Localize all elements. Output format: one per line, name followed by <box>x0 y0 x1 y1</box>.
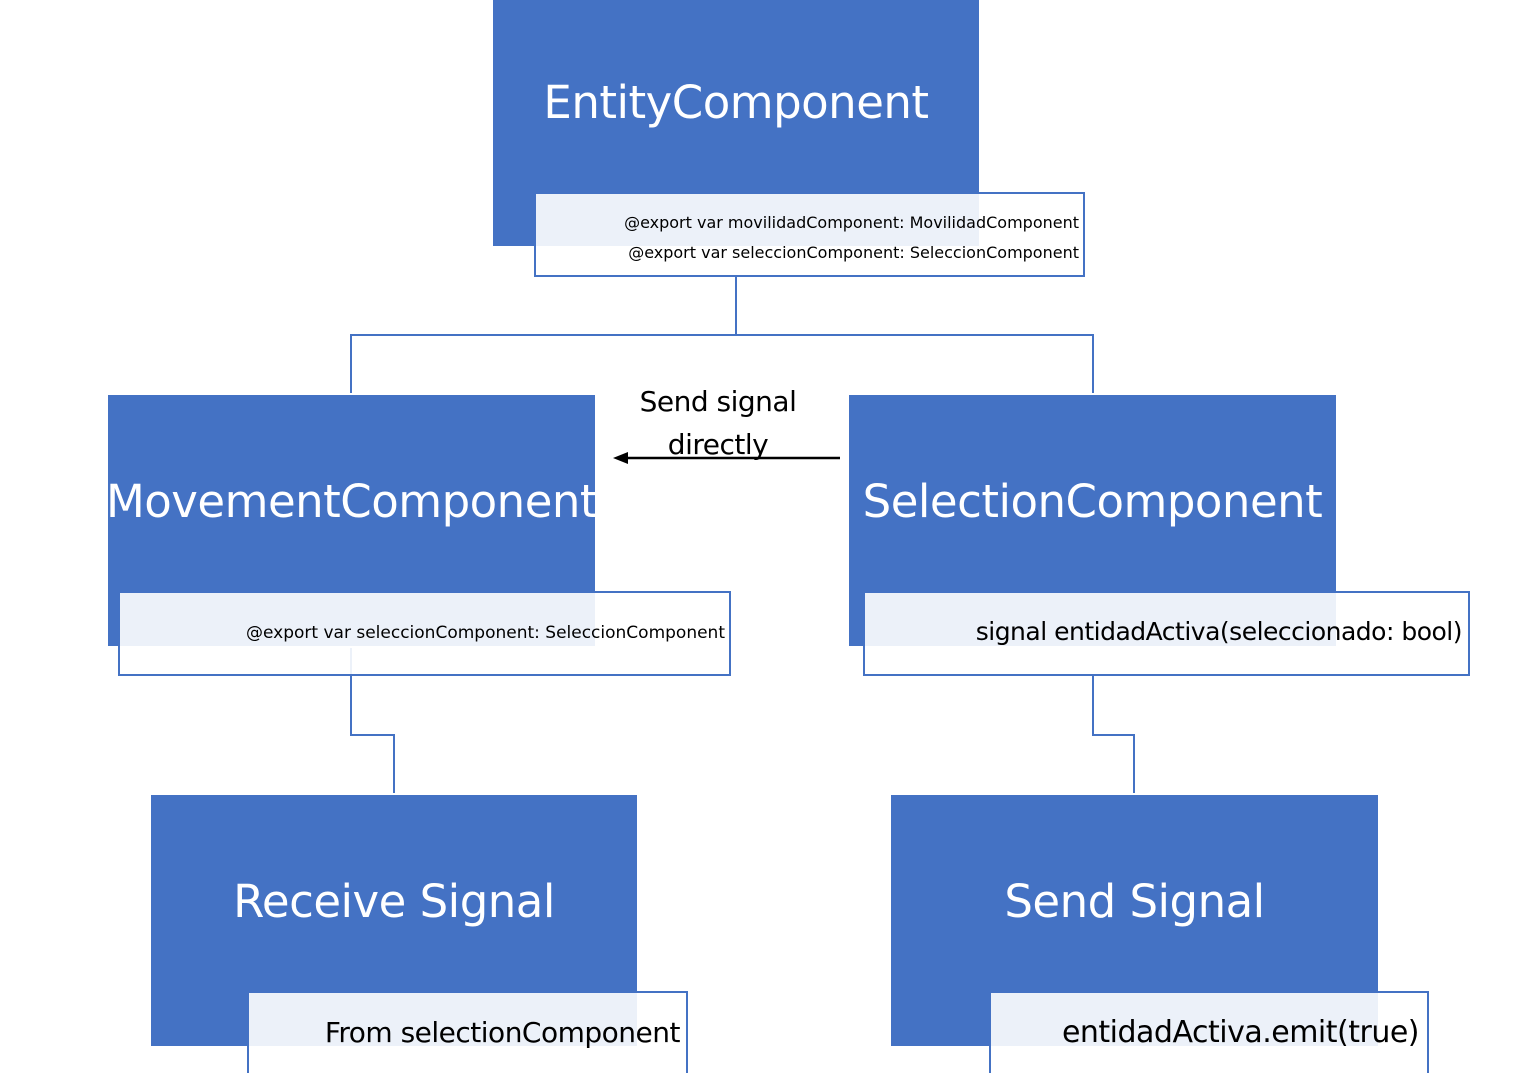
selection-note-line: signal entidadActiva(seleccionado: bool) <box>975 617 1463 646</box>
selection-component-note: signal entidadActiva(seleccionado: bool) <box>863 591 1470 676</box>
entity-note-line-1: @export var movilidadComponent: Movilida… <box>624 213 1079 232</box>
connector-selection-to-send <box>1092 676 1135 793</box>
connector-entity-to-selection <box>736 334 1094 393</box>
signal-arrow-label-line-2: directly <box>667 428 769 461</box>
signal-arrow-label: Send signal directly <box>618 380 818 466</box>
send-signal-title: Send Signal <box>1004 875 1265 928</box>
connector-movement-to-receive <box>350 648 395 793</box>
movement-component-note: @export var seleccionComponent: Seleccio… <box>118 591 731 676</box>
signal-arrow-label-line-1: Send signal <box>639 385 797 418</box>
receive-signal-note: From selectionComponent <box>247 991 688 1073</box>
signal-arrow-head <box>613 452 628 464</box>
entity-note-line-2: @export var seleccionComponent: Seleccio… <box>628 243 1079 262</box>
entity-component-note: @export var movilidadComponent: Movilida… <box>534 192 1085 277</box>
movement-component-title: MovementComponent <box>105 475 598 528</box>
connector-entity-to-children <box>350 276 737 393</box>
receive-note-line: From selectionComponent <box>324 1016 681 1049</box>
movement-note-line: @export var seleccionComponent: Seleccio… <box>246 623 725 643</box>
selection-component-title: SelectionComponent <box>862 475 1323 528</box>
send-note-line: entidadActiva.emit(true) <box>1061 1015 1420 1050</box>
entity-component-title: EntityComponent <box>543 76 929 129</box>
send-signal-note: entidadActiva.emit(true) <box>989 991 1429 1073</box>
receive-signal-title: Receive Signal <box>233 875 555 928</box>
